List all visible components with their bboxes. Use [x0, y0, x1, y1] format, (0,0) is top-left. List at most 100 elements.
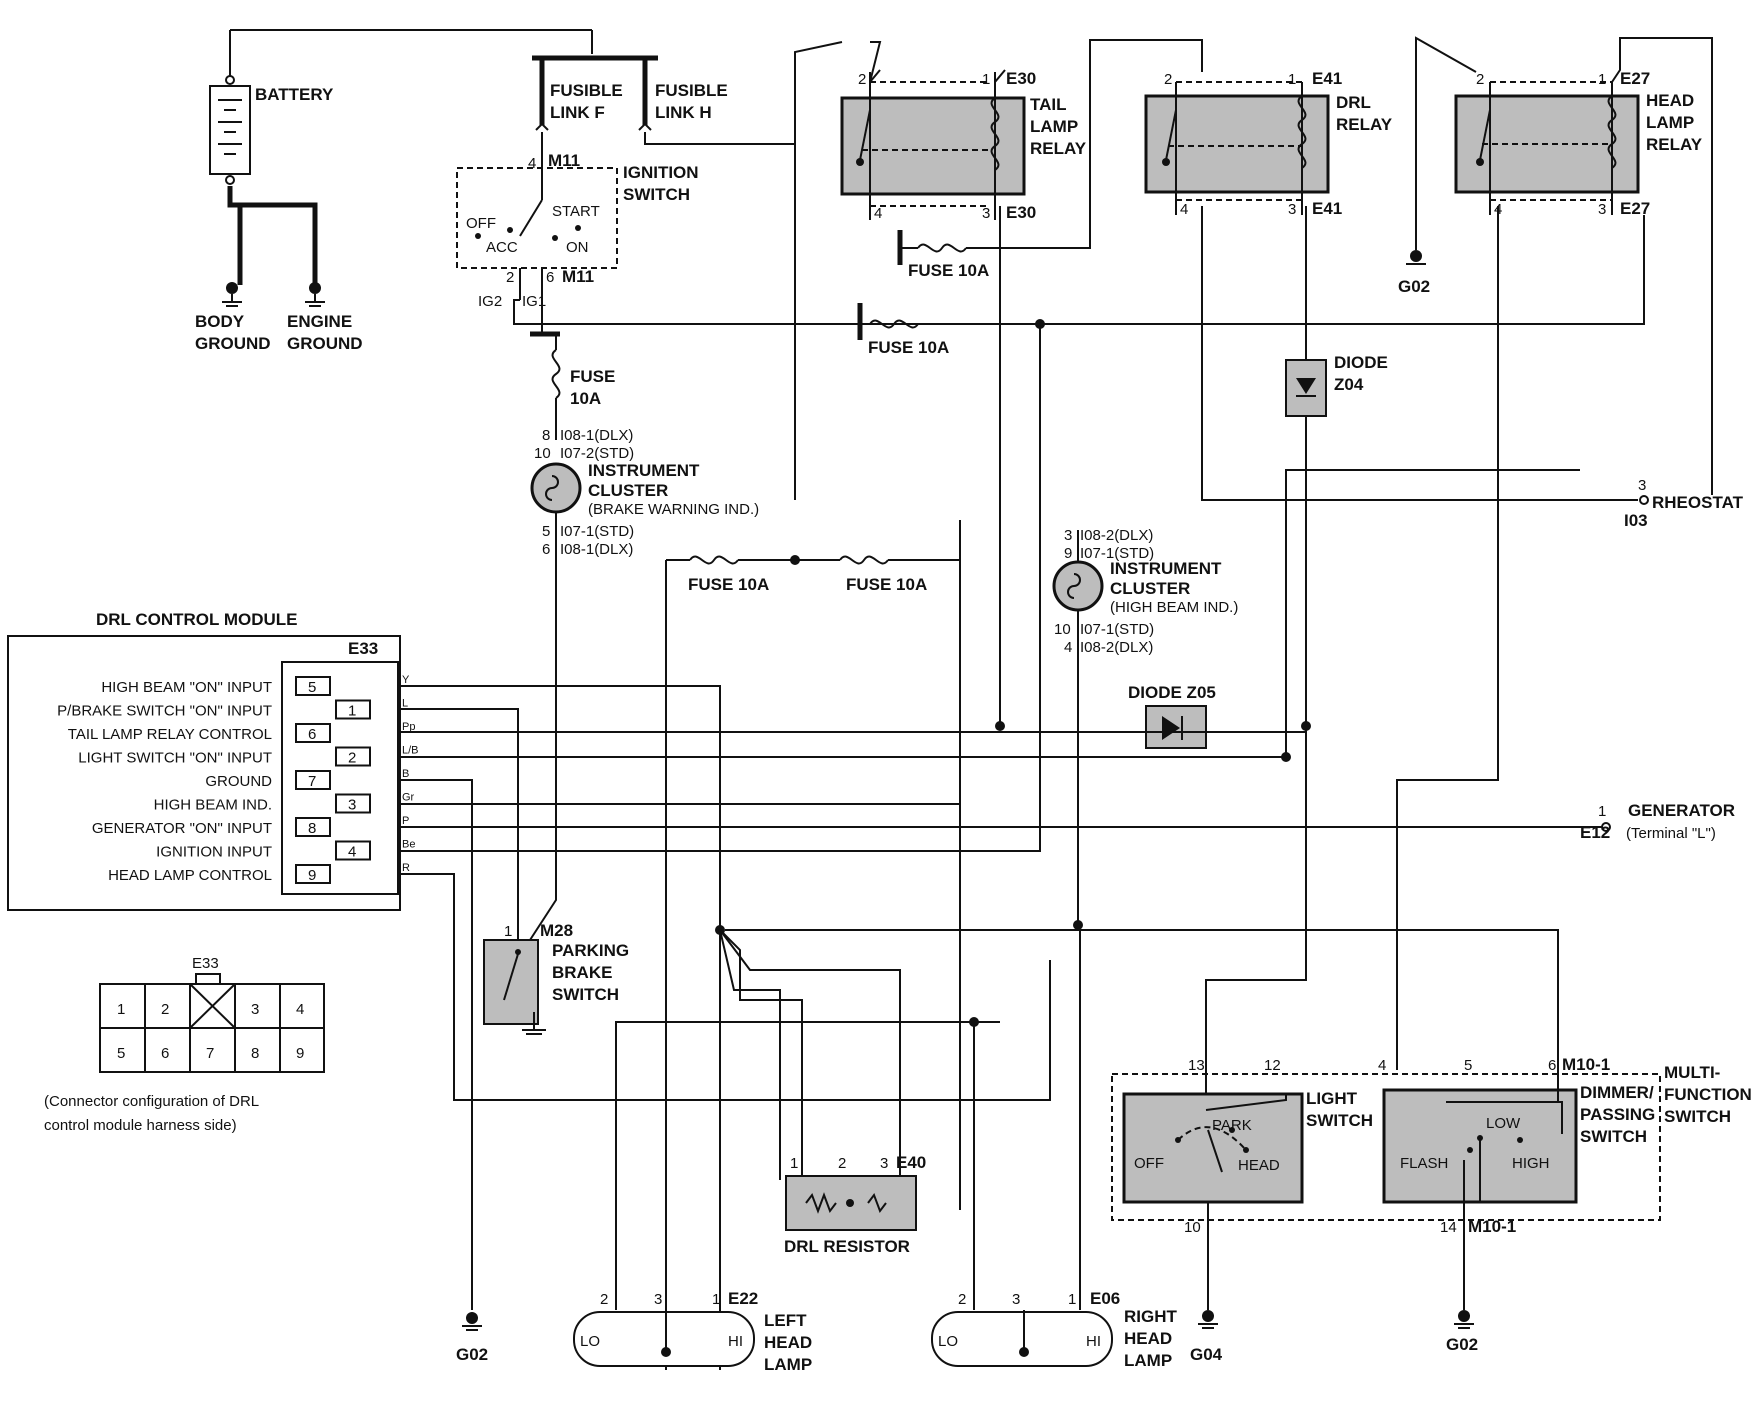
- battery: BATTERY BODY GROUND ENGINE GROUND: [195, 29, 593, 353]
- module-row-label: LIGHT SWITCH "ON" INPUT: [78, 750, 272, 767]
- diode-z04-label: DIODE: [1334, 353, 1388, 372]
- dimmer-name-2: PASSING: [1580, 1105, 1655, 1124]
- left-head-lamp: 2 3 1 E22 LO HI LEFT HEAD LAMP: [573, 1021, 1000, 1374]
- resistor-name: DRL RESISTOR: [784, 1237, 910, 1256]
- fusible-links: FUSIBLE LINK F FUSIBLE LINK H: [532, 55, 796, 500]
- module-row-label: GROUND: [205, 773, 272, 790]
- module-row-label: TAIL LAMP RELAY CONTROL: [68, 726, 272, 743]
- mfs-p14: 14: [1440, 1219, 1457, 1236]
- tail-relay-p4: 4: [874, 205, 882, 222]
- head-lamp-relay: 2 1 E27 4 3 E27 HEAD LAMP RELAY G02: [1398, 36, 1713, 495]
- conn-cell-8: 8: [251, 1045, 259, 1062]
- cluster2-pin-d: 4: [1064, 639, 1072, 656]
- multi-function-switch: 13 12 4 5 6 M10-1 LIGHT SWITCH DIMMER/ P…: [1111, 1055, 1752, 1310]
- tail-lamp-relay: 2 1 E30 4 3 E30 TAIL LAMP RELAY: [840, 41, 1087, 222]
- instrument-cluster-brake: 8 10 I08-1(DLX) I07-2(STD) INSTRUMENT CL…: [529, 427, 759, 941]
- cluster1-pin-b: 10: [534, 445, 551, 462]
- ground-g02-left-group: G02: [456, 1312, 488, 1364]
- module-pin-number: 9: [308, 867, 316, 884]
- left-lamp-p2: 2: [600, 1291, 608, 1308]
- cluster2-pin-c: 10: [1054, 621, 1071, 638]
- cluster1-conn-a: I08-1(DLX): [560, 427, 633, 444]
- drl-relay-conn-bot: E41: [1312, 199, 1342, 218]
- module-pin-box: [295, 676, 331, 696]
- right-lamp-name-2: HEAD: [1124, 1329, 1172, 1348]
- mfs-p10: 10: [1184, 1219, 1201, 1236]
- engine-ground-label-2: GROUND: [287, 334, 363, 353]
- right-lamp-name-3: LAMP: [1124, 1351, 1172, 1370]
- left-lamp-hi: HI: [728, 1333, 743, 1350]
- ign-pin-top: 4: [528, 155, 536, 172]
- engine-ground-label: ENGINE: [287, 312, 352, 331]
- cluster2-conn-a: I08-2(DLX): [1080, 527, 1153, 544]
- right-lamp-conn: E06: [1090, 1289, 1120, 1308]
- module-pin-number: 4: [348, 844, 356, 861]
- fusible-link-f-label-2: LINK F: [550, 103, 605, 122]
- light-head: HEAD: [1238, 1157, 1280, 1174]
- connector-caption-2: control module harness side): [44, 1117, 237, 1134]
- diode-z05-label: DIODE Z05: [1128, 683, 1216, 702]
- tail-relay-conn-top: E30: [1006, 69, 1036, 88]
- module-wire-code: Pp: [402, 721, 415, 733]
- body-ground-label: BODY: [195, 312, 245, 331]
- rheostat: 3 RHEOSTAT I03: [1624, 477, 1744, 530]
- cluster1-conn-d: I08-1(DLX): [560, 541, 633, 558]
- conn-cell-6: 6: [161, 1045, 169, 1062]
- light-switch-name-1: LIGHT: [1306, 1089, 1358, 1108]
- module-row-label: P/BRAKE SWITCH "ON" INPUT: [57, 703, 272, 720]
- module-row-label: HIGH BEAM IND.: [154, 797, 272, 814]
- module-wire-code: L/B: [402, 745, 419, 757]
- drl-relay-p4: 4: [1180, 201, 1188, 218]
- parking-conn: M28: [540, 921, 573, 940]
- head-relay-conn-top: E27: [1620, 69, 1650, 88]
- cluster2-pin-a: 3: [1064, 527, 1072, 544]
- fuse-3-label: FUSE: [570, 367, 615, 386]
- cluster1-name-2: CLUSTER: [588, 481, 668, 500]
- left-lamp-p1: 1: [712, 1291, 720, 1308]
- parking-name-2: BRAKE: [552, 963, 612, 982]
- drl-relay-p2: 2: [1164, 71, 1172, 88]
- module-pin-number: 7: [308, 773, 316, 790]
- cluster1-pin-c: 5: [542, 523, 550, 540]
- parking-brake-switch: 1 M28 PARKING BRAKE SWITCH: [483, 921, 629, 1035]
- tail-relay-name-3: RELAY: [1030, 139, 1087, 158]
- right-lamp-name-1: RIGHT: [1124, 1307, 1178, 1326]
- module-conn: E33: [348, 639, 378, 658]
- module-pin-number: 1: [348, 703, 356, 720]
- head-relay-name-3: RELAY: [1646, 135, 1703, 154]
- mfs-p12: 12: [1264, 1057, 1281, 1074]
- wire-runs: [725, 41, 1645, 1080]
- fuse-2-label: FUSE 10A: [868, 338, 949, 357]
- ign-pos-start: START: [552, 203, 600, 220]
- module-title: DRL CONTROL MODULE: [96, 610, 297, 629]
- mfs-conn-top: M10-1: [1562, 1055, 1610, 1074]
- left-lamp-conn: E22: [728, 1289, 758, 1308]
- light-park: PARK: [1212, 1117, 1252, 1134]
- generator: 1 GENERATOR E12 (Terminal "L"): [1580, 801, 1735, 842]
- mfs-p13: 13: [1188, 1057, 1205, 1074]
- module-wire-code: Y: [402, 674, 410, 686]
- left-lamp-name-3: LAMP: [764, 1355, 812, 1374]
- module-pin-box: [335, 793, 371, 814]
- module-wire-code: B: [402, 768, 409, 780]
- module-pin-box: [335, 699, 371, 720]
- module-wire-code: R: [402, 862, 410, 874]
- rheostat-pin: 3: [1638, 477, 1646, 494]
- resistor-p1: 1: [790, 1155, 798, 1172]
- right-lamp-p1: 1: [1068, 1291, 1076, 1308]
- fuse-3-label-2: 10A: [570, 389, 601, 408]
- left-lamp-p3: 3: [654, 1291, 662, 1308]
- fuse-1-label: FUSE 10A: [908, 261, 989, 280]
- dimmer-low: LOW: [1486, 1115, 1521, 1132]
- module-wire-code: Be: [402, 839, 415, 851]
- dimmer-name-1: DIMMER/: [1580, 1083, 1654, 1102]
- ign-pos-off: OFF: [466, 215, 496, 232]
- cluster2-conn-d: I08-2(DLX): [1080, 639, 1153, 656]
- module-pin-box: [295, 817, 331, 837]
- rheostat-name: RHEOSTAT: [1652, 493, 1744, 512]
- dimmer-high: HIGH: [1512, 1155, 1550, 1172]
- cluster2-conn-c: I07-1(STD): [1080, 621, 1154, 638]
- module-pin-box: [295, 864, 331, 884]
- cluster1-conn-b: I07-2(STD): [560, 445, 634, 462]
- cluster2-conn-b: I07-1(STD): [1080, 545, 1154, 562]
